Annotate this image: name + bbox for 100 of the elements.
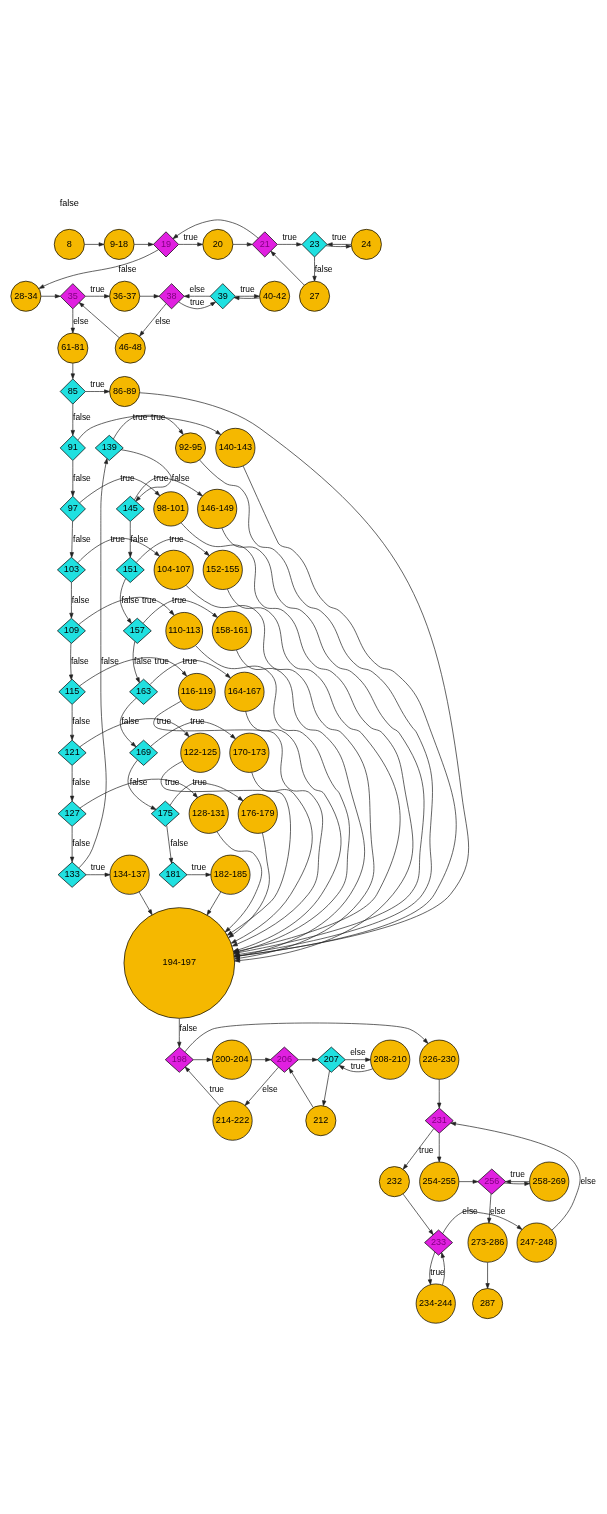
edge-label: false <box>134 655 152 666</box>
arrow <box>128 521 133 558</box>
node-circle: 40-42 <box>259 280 290 312</box>
arrow <box>270 250 305 286</box>
arrow <box>437 1133 442 1163</box>
node-circle: 116-119 <box>178 673 216 711</box>
node-circle: 232 <box>379 1166 410 1198</box>
arrow <box>142 598 218 624</box>
edge-label: true <box>350 1060 366 1071</box>
arrow <box>78 458 108 869</box>
arrow <box>70 362 75 380</box>
arrow <box>70 308 75 334</box>
node-circle: 212 <box>305 1105 337 1137</box>
arrow <box>79 476 161 504</box>
node-circle: 86-89 <box>109 376 141 407</box>
arrow <box>192 1057 213 1062</box>
arrow <box>298 1057 318 1062</box>
arrow <box>160 760 291 936</box>
edge-label: false <box>73 472 91 483</box>
arrow <box>134 476 203 501</box>
edge-label: false <box>171 472 190 483</box>
node-diamond: 91 <box>59 434 86 461</box>
arrow <box>251 1057 271 1062</box>
node-diamond: 151 <box>115 556 145 583</box>
arrow <box>132 641 140 684</box>
edge-label: true <box>240 283 255 294</box>
arrow <box>186 872 212 877</box>
node-circle: 27 <box>299 280 330 312</box>
edge-label: true <box>192 777 207 788</box>
edge-label: true <box>165 777 180 788</box>
arrow <box>402 1193 434 1235</box>
arrow <box>69 642 74 681</box>
edge-label: true <box>182 655 198 666</box>
node-circle: 92-95 <box>175 432 206 464</box>
node-circle: 24 <box>350 229 382 260</box>
node-circle: 287 <box>472 1288 503 1319</box>
node-circle: 36-37 <box>109 280 141 312</box>
edge-label: false <box>72 838 91 849</box>
arrow <box>450 1121 581 1231</box>
edge-label: else <box>350 1047 366 1058</box>
arrow <box>442 1210 523 1234</box>
node-diamond: 23 <box>301 231 328 258</box>
arrow <box>172 219 259 239</box>
edge-label: true <box>172 594 187 605</box>
arrow <box>184 1066 221 1106</box>
node-diamond: 97 <box>59 495 86 522</box>
arrow <box>437 1079 442 1109</box>
node-diamond: 139 <box>94 434 124 461</box>
arrow <box>427 1251 436 1285</box>
edge-label: true <box>430 1267 445 1278</box>
edge-label: true <box>332 231 347 242</box>
node-circle: 234-244 <box>415 1283 456 1324</box>
edge-label: true <box>90 283 105 294</box>
node-circle: 134-137 <box>109 854 150 895</box>
arrow <box>153 700 323 947</box>
edge-label: true <box>183 231 198 242</box>
edge-label: true <box>151 411 166 422</box>
arrow <box>139 303 167 337</box>
node-diamond: 109 <box>57 617 86 644</box>
node-diamond: 85 <box>59 378 86 405</box>
edge-label: true <box>132 411 148 422</box>
arrow <box>244 1066 279 1106</box>
arrow <box>119 697 137 747</box>
arrow <box>79 718 190 748</box>
arrow <box>440 1252 445 1286</box>
node-circle: 9-18 <box>103 229 135 260</box>
arrow <box>150 721 236 747</box>
arrow <box>322 1070 330 1107</box>
node-diamond: 103 <box>57 556 86 583</box>
arrow <box>183 294 211 299</box>
arrow <box>458 1179 479 1184</box>
node-circle: 200-204 <box>211 1039 252 1080</box>
arrow <box>139 294 160 299</box>
arrow <box>177 1018 182 1048</box>
edge-label: false <box>130 533 149 544</box>
arrow <box>288 1067 314 1108</box>
arrow <box>166 825 174 864</box>
edge-label: true <box>419 1145 434 1156</box>
arrow <box>206 891 222 916</box>
arrow <box>149 659 231 686</box>
edge-label: true <box>190 716 205 727</box>
edge-label: true <box>189 297 205 308</box>
edge-label: true <box>153 472 169 483</box>
arrow <box>85 389 110 394</box>
arrow <box>230 771 313 944</box>
edge-label: true <box>510 1169 525 1180</box>
node-circle: 258-269 <box>529 1161 570 1202</box>
arrow <box>127 759 157 810</box>
arrow <box>78 302 120 338</box>
edge-label: else <box>73 316 89 327</box>
edge-label: false <box>73 533 91 544</box>
arrow <box>85 294 110 299</box>
arrow <box>70 704 75 741</box>
edge-label: true <box>141 594 157 605</box>
node-diamond: 115 <box>58 678 86 705</box>
arrow <box>119 578 132 624</box>
edge-label: true <box>282 231 297 242</box>
arrow <box>77 414 184 441</box>
arrow <box>113 416 221 440</box>
edge-label: false <box>118 264 137 275</box>
